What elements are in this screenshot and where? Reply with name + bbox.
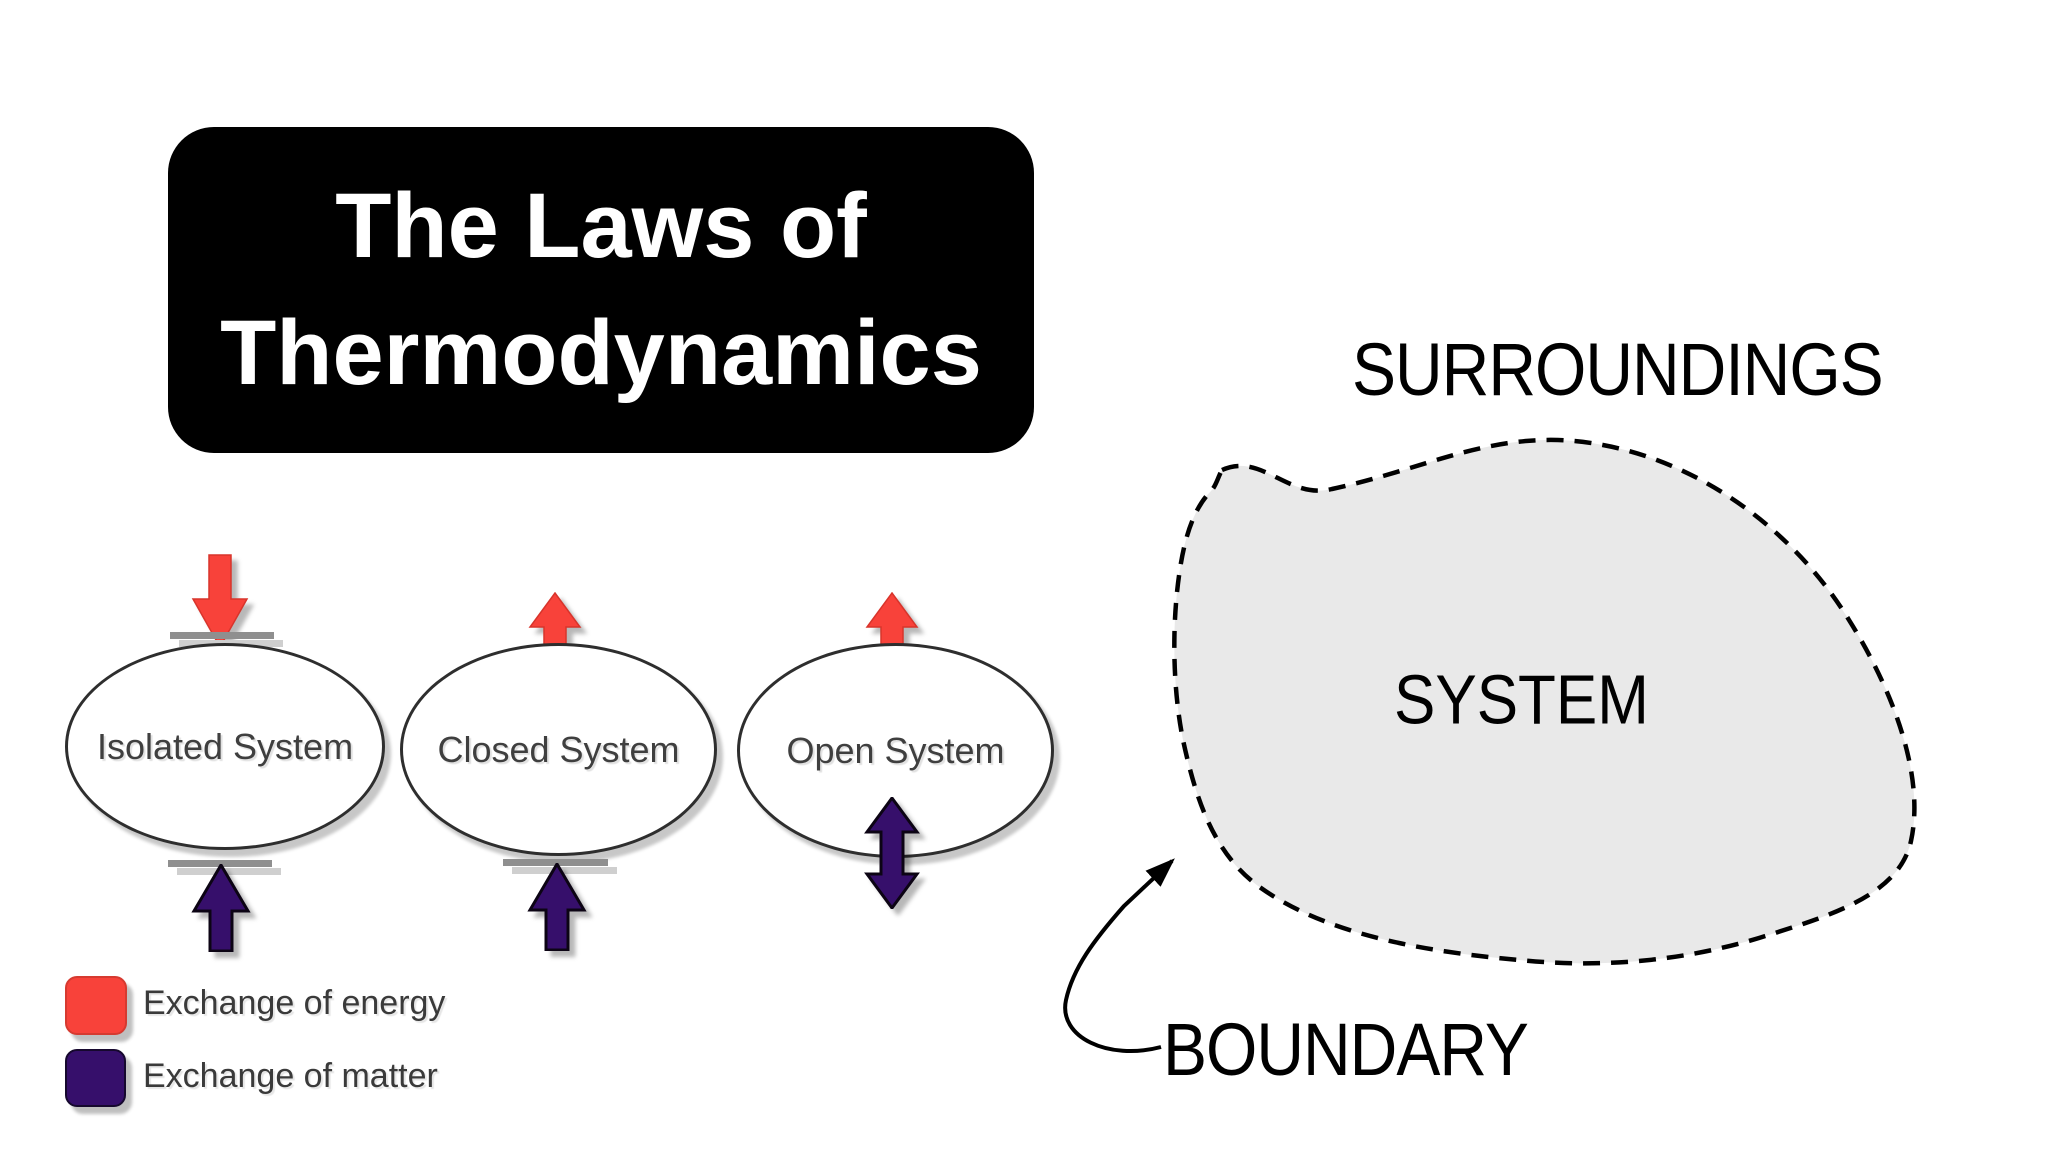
- closed-system-label: Closed System: [437, 728, 680, 770]
- matter-arrow-up-icon: [527, 863, 587, 951]
- surroundings-label: SURROUNDINGS: [1352, 327, 1884, 411]
- system-region-blob: [1172, 437, 1917, 966]
- closed-system-ellipse: Closed System: [400, 643, 717, 856]
- system-label: SYSTEM: [1394, 661, 1649, 740]
- energy-legend-label: Exchange of energy: [143, 984, 446, 1022]
- matter-legend-label: Exchange of matter: [143, 1056, 438, 1095]
- energy-arrow-down-icon: [191, 554, 249, 649]
- title-card: The Laws of Thermodynamics: [168, 127, 1034, 453]
- matter-legend-swatch: [65, 1049, 126, 1107]
- barrier-bar-bottom: [168, 860, 272, 867]
- system-surroundings-figure: [1063, 437, 1917, 1053]
- boundary-label: BOUNDARY: [1163, 1007, 1529, 1091]
- isolated-system-ellipse: Isolated System: [65, 643, 385, 850]
- matter-arrow-up-icon: [191, 864, 251, 952]
- barrier-bar-top: [170, 632, 274, 639]
- open-system-label: Open System: [786, 729, 1005, 771]
- title-line-2: Thermodynamics: [220, 302, 982, 404]
- boundary-pointer-arrow: [1063, 858, 1175, 1053]
- energy-legend-swatch: [65, 976, 127, 1035]
- barrier-bar-bottom: [503, 859, 608, 866]
- title-line-1: The Laws of: [335, 175, 867, 278]
- isolated-system-label: Isolated System: [96, 725, 354, 767]
- matter-double-arrow-icon: [864, 797, 920, 909]
